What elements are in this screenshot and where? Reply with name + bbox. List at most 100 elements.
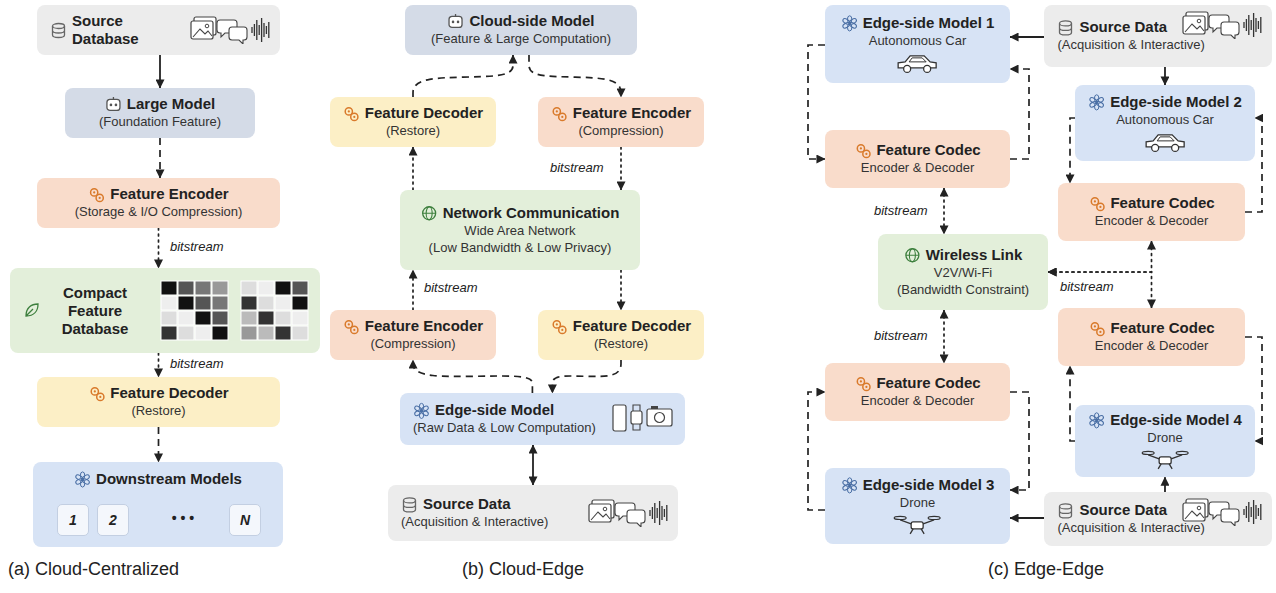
node-content: Wireless LinkV2V/Wi-Fi(Bandwidth Constra… [897,246,1029,299]
dashed-arrow [1010,69,1029,159]
heading-row: Feature Codec [854,141,980,159]
node-title: Cloud-side Model [470,12,595,30]
node-title: Feature Encoder [110,185,228,203]
bitstream-arrow [412,270,414,310]
node-content: Feature CodecEncoder & Decoder [854,141,980,176]
node-subtitle: (Restore) [386,123,440,139]
ai-icon [448,13,465,30]
dashed-arrow [808,392,825,510]
node-subtitle: Autonomous Car [869,33,967,49]
node-title: Source Data [1079,18,1167,36]
model-slot: 1 [57,504,89,536]
heading-row: Network Communication [421,204,620,222]
database-box: Compact Feature Database [10,268,320,353]
db-icon [50,22,67,39]
node-subtitle: Wide Area Network [464,223,575,239]
star-icon [841,476,858,493]
node-content: Network CommunicationWide Area Network(L… [421,204,620,257]
gear-icon [1088,320,1105,337]
car-illustration [1143,131,1187,153]
gear-icon [551,105,568,122]
edge-label: bitstream [872,328,929,344]
node-content: Large Model(Foundation Feature) [99,95,221,130]
db-icon [401,496,418,513]
node-content: Edge-side Model(Raw Data & Low Computati… [413,401,596,436]
heading-row: Source Data [1057,18,1167,36]
grid-illustration [160,279,310,343]
dashed-arrow [529,55,621,97]
db-icon [1057,19,1074,36]
solid-arrow [1164,477,1166,492]
solid-arrow [159,55,161,88]
model-box: Large Model(Foundation Feature) [65,88,255,138]
bitstream-arrow [158,353,160,377]
node-title: Edge-side Model 2 [1110,93,1242,111]
node-subtitle: (Storage & I/O Compression) [75,204,243,220]
codec-box: Feature CodecEncoder & Decoder [825,130,1010,188]
heading-row: Source Data [401,495,511,513]
node-content: Downstream Models [74,470,242,488]
wireless-box: Wireless LinkV2V/Wi-Fi(Bandwidth Constra… [878,234,1048,310]
source-box: Source Database [37,5,280,55]
node-title: Compact Feature Database [45,284,145,338]
star-icon [841,14,858,31]
node-title: Edge-side Model 3 [863,476,995,494]
node-subtitle: Autonomous Car [1116,112,1214,128]
star-icon [1088,93,1105,110]
star-icon [413,402,430,419]
node-content: Feature CodecEncoder & Decoder [1088,194,1214,229]
heading-row: Edge-side Model 3 [841,476,995,494]
node-subtitle: (Bandwidth Constraint) [897,282,1029,298]
node-title: Feature Codec [876,374,980,392]
edge-model-box: Edge-side Model 4Drone [1075,405,1255,477]
heading-row: Edge-side Model 2 [1088,93,1242,111]
globe-icon [421,204,438,221]
media-illustration [588,499,668,527]
node-content: Source Data(Acquisition & Interactive) [1057,501,1204,536]
bitstream-arrow [1048,241,1152,272]
gear-icon [854,375,871,392]
gear-icon [88,186,105,203]
heading-row: Large Model [105,95,215,113]
db-icon [1057,502,1074,519]
node-content: Feature CodecEncoder & Decoder [854,374,980,409]
heading-row: Feature Codec [1088,194,1214,212]
model-number: N [240,512,250,528]
node-content: Feature Encoder(Compression) [343,317,483,352]
node-title: Edge-side Model 4 [1110,411,1242,429]
node-content: Edge-side Model 3Drone [841,476,995,536]
heading-row: Edge-side Model 4 [1088,411,1242,429]
globe-icon [904,246,921,263]
node-title: Feature Encoder [573,104,691,122]
devices-illustration [611,401,675,437]
node-title: Source Database [72,12,144,48]
ellipsis-text: • • • [143,506,223,530]
node-title: Feature Encoder [365,317,483,335]
heading-row: Feature Decoder [88,384,228,402]
node-subtitle: (Low Bandwidth & Low Privacy) [429,240,612,256]
dashed-arrow [1010,392,1029,490]
heading-row: Source Database [50,12,144,48]
bitstream-arrow [1048,272,1152,308]
dashed-arrow [413,55,513,97]
node-subtitle: (Foundation Feature) [99,114,221,130]
downstream-group: Downstream Models • • • 1 2 N [33,462,283,547]
node-title: Wireless Link [926,246,1023,264]
bitstream-arrow [158,228,160,268]
heading-row: Source Data [1057,501,1167,519]
heading-row: Feature Codec [1088,319,1214,337]
model-number: 2 [109,512,117,528]
edge-label: bitstream [872,203,929,219]
node-subtitle: (Restore) [131,403,185,419]
solid-arrow [1010,517,1044,519]
node-content: Feature Decoder(Restore) [88,384,228,419]
heading-row: Edge-side Model 1 [841,14,995,32]
panel-caption: (a) Cloud-Centralized [8,558,179,580]
encoder-box: Feature Encoder(Compression) [538,97,704,147]
node-content: Edge-side Model 2Autonomous Car [1088,93,1242,153]
node-content: Feature CodecEncoder & Decoder [1088,319,1214,354]
node-subtitle: (Acquisition & Interactive) [1057,37,1204,53]
model-slot: 2 [97,504,129,536]
media-illustration [1182,11,1262,39]
codec-box: Feature CodecEncoder & Decoder [1058,183,1245,241]
